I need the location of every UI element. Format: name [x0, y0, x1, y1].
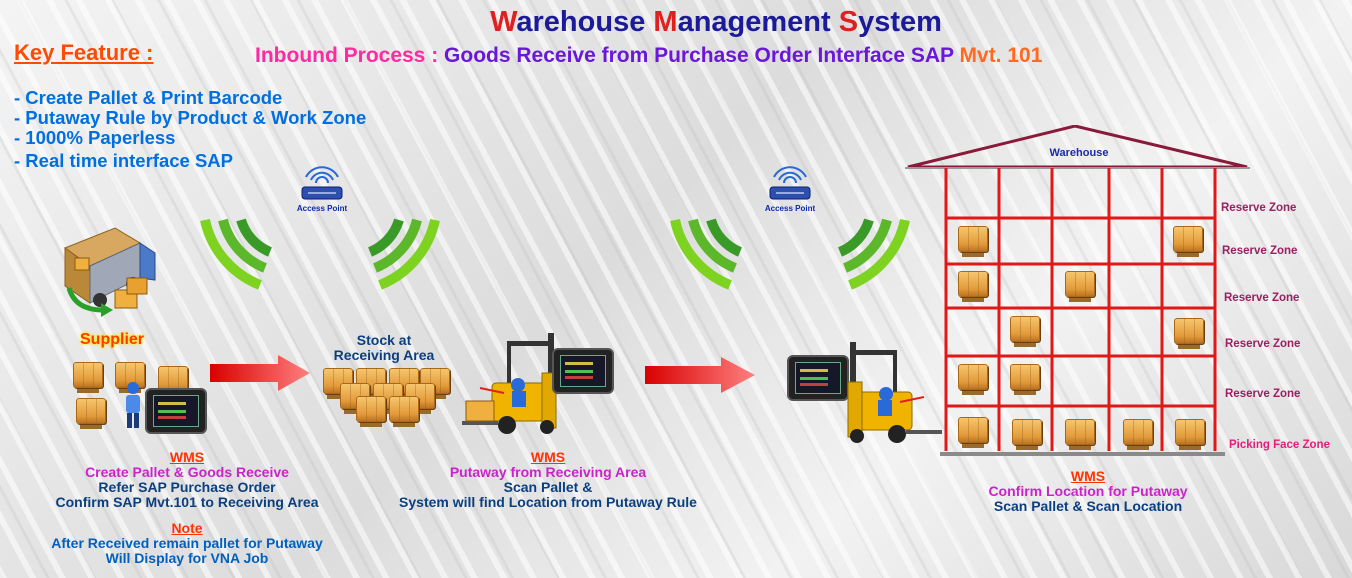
- warehouse-rack-diagram: [905, 125, 1250, 456]
- note-text: Will Display for VNA Job: [105, 550, 269, 566]
- note-text: After Received remain pallet for Putaway: [51, 535, 323, 551]
- wms-heading: WMS: [530, 449, 566, 465]
- carton-box-icon: [76, 398, 106, 429]
- step-text: Confirm SAP Mvt.101 to Receiving Area: [55, 494, 319, 510]
- wireless-router-icon: [769, 166, 811, 200]
- step-text: System will find Location from Putaway R…: [399, 494, 697, 510]
- supplier-label: Supplier: [80, 331, 145, 348]
- carton-box-icon: [1010, 316, 1040, 347]
- carton-box-icon: [1173, 226, 1203, 257]
- feature-item: - Real time interface SAP: [14, 150, 233, 171]
- step-text: Create Pallet & Goods Receive: [85, 464, 289, 480]
- step-text: Confirm Location for Putaway: [988, 483, 1188, 499]
- feature-item: - 1000% Paperless: [14, 127, 176, 148]
- carton-box-icon: [389, 396, 419, 427]
- step-text: Scan Pallet & Scan Location: [993, 498, 1183, 514]
- forklift-icon: [847, 342, 942, 443]
- rugged-tablet-icon: [145, 388, 207, 434]
- carton-box-icon: [323, 368, 353, 399]
- step-text: Refer SAP Purchase Order: [98, 479, 276, 495]
- wireless-signal-icon: [200, 218, 440, 290]
- red-arrow-icon: [645, 357, 755, 393]
- key-feature-heading: Key Feature :: [14, 40, 154, 65]
- worker-icon: [126, 382, 140, 428]
- feature-item: - Putaway Rule by Product & Work Zone: [14, 107, 367, 128]
- step-text: Putaway from Receiving Area: [449, 464, 647, 480]
- rugged-tablet-icon: [552, 348, 614, 394]
- carton-box-icon: [958, 271, 988, 302]
- red-arrow-icon: [210, 355, 310, 391]
- carton-box-icon: [1012, 419, 1042, 450]
- rugged-tablet-icon: [787, 355, 849, 401]
- wms-heading: WMS: [1070, 468, 1106, 484]
- stock-label: Stock at Receiving Area: [333, 332, 435, 363]
- delivery-truck-icon: [63, 227, 156, 317]
- carton-box-icon: [1174, 318, 1204, 349]
- carton-box-icon: [958, 417, 988, 448]
- carton-box-icon: [1010, 364, 1040, 395]
- step2-description: WMS Putaway from Receiving Area Scan Pal…: [378, 450, 718, 510]
- feature-list: - Create Pallet & Print Barcode - Putawa…: [14, 88, 366, 171]
- wireless-signal-icon: [670, 218, 910, 290]
- zone-label: Reserve Zone: [1221, 202, 1297, 214]
- zone-label: Reserve Zone: [1224, 292, 1300, 304]
- page-title: Warehouse Management System: [490, 6, 942, 38]
- zone-label: Reserve Zone: [1222, 245, 1298, 257]
- carton-box-icon: [73, 362, 103, 393]
- carton-box-icon: [958, 226, 988, 257]
- zone-label: Reserve Zone: [1225, 338, 1301, 350]
- step1-description: WMS Create Pallet & Goods Receive Refer …: [22, 450, 352, 566]
- carton-box-icon: [1065, 271, 1095, 302]
- feature-item: - Create Pallet & Print Barcode: [14, 87, 283, 108]
- access-point-label: Access Point: [764, 204, 816, 213]
- note-heading: Note: [171, 520, 203, 536]
- carton-box-icon: [1175, 419, 1205, 450]
- access-point-label: Access Point: [296, 204, 348, 213]
- carton-box-icon: [1123, 419, 1153, 450]
- wireless-router-icon: [301, 166, 343, 200]
- forklift-icon: [462, 333, 557, 434]
- zone-label: Reserve Zone: [1225, 388, 1301, 400]
- carton-box-icon: [1065, 419, 1095, 450]
- step-text: Scan Pallet &: [503, 479, 593, 495]
- carton-box-icon: [356, 396, 386, 427]
- carton-box-icon: [958, 364, 988, 395]
- wms-heading: WMS: [169, 449, 205, 465]
- warehouse-label: Warehouse: [1049, 147, 1109, 159]
- page-subtitle: Inbound Process : Goods Receive from Pur…: [255, 44, 1043, 67]
- step3-description: WMS Confirm Location for Putaway Scan Pa…: [958, 469, 1218, 514]
- zone-label: Picking Face Zone: [1229, 439, 1330, 451]
